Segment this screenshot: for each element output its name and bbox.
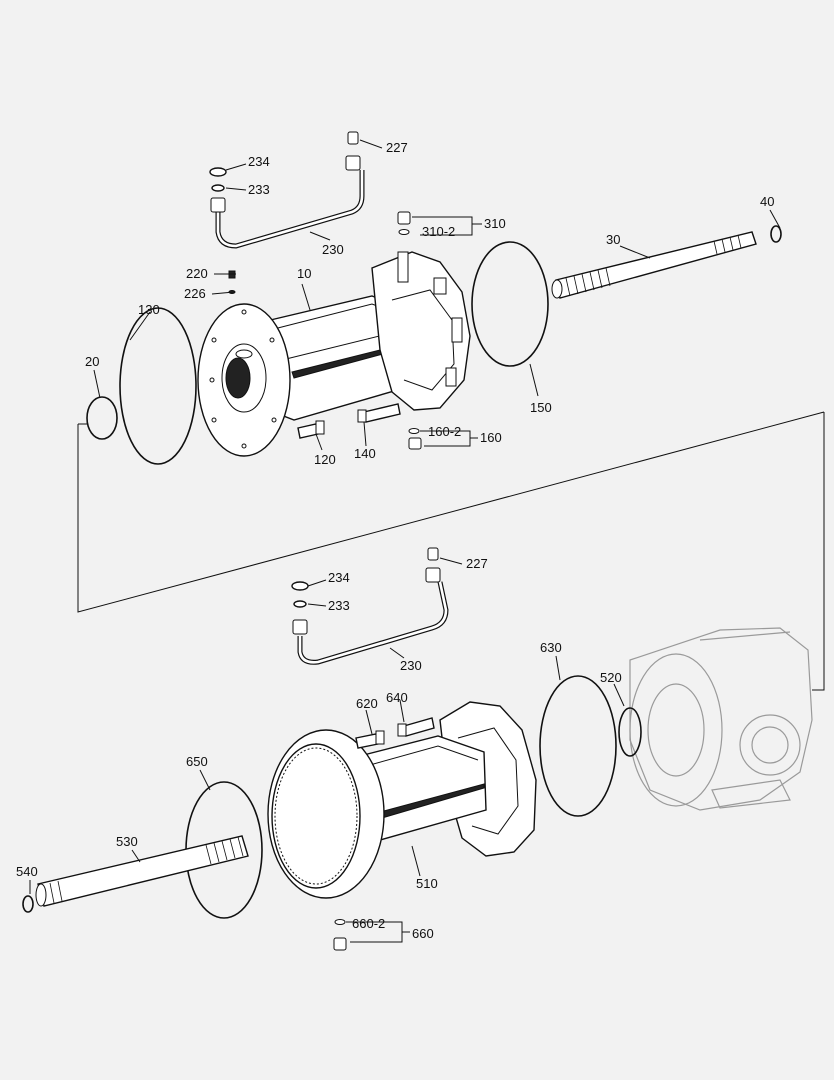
washer-233-lower bbox=[293, 600, 307, 608]
axle-housing-510 bbox=[267, 701, 537, 899]
callout-30: 30 bbox=[606, 232, 620, 247]
callout-233-upper: 233 bbox=[248, 182, 270, 197]
callout-233-lower: 233 bbox=[328, 598, 350, 613]
fitting-227-lower bbox=[427, 547, 439, 561]
pipe-230-upper bbox=[210, 155, 365, 249]
washer-660-2 bbox=[334, 919, 346, 925]
bolt-140 bbox=[357, 403, 401, 423]
assembly-connector-line-right bbox=[812, 412, 825, 691]
callout-40: 40 bbox=[760, 194, 774, 209]
pipe-230-lower bbox=[292, 567, 449, 665]
callout-540: 540 bbox=[16, 864, 38, 879]
callout-160-2: 160-2 bbox=[428, 424, 461, 439]
differential-housing-ghost bbox=[629, 627, 813, 811]
callout-520: 520 bbox=[600, 670, 622, 685]
nut-234-lower bbox=[291, 581, 309, 591]
nut-234-upper bbox=[209, 167, 227, 192]
callout-150: 150 bbox=[530, 400, 552, 415]
callout-230-upper: 230 bbox=[322, 242, 344, 257]
callout-310-2: 310-2 bbox=[422, 224, 455, 239]
callout-530: 530 bbox=[116, 834, 138, 849]
o-ring-150 bbox=[471, 241, 549, 367]
callout-160: 160 bbox=[480, 430, 502, 445]
ring-540 bbox=[22, 895, 34, 913]
callout-227-lower: 227 bbox=[466, 556, 488, 571]
callout-130: 130 bbox=[138, 302, 160, 317]
callout-140: 140 bbox=[354, 446, 376, 461]
o-ring-130 bbox=[119, 307, 197, 465]
callout-20: 20 bbox=[85, 354, 99, 369]
bolt-120 bbox=[297, 420, 325, 439]
callout-10: 10 bbox=[297, 266, 311, 281]
callout-120: 120 bbox=[314, 452, 336, 467]
callout-labels: 227 234 233 230 310 310-2 40 30 220 226 … bbox=[16, 140, 774, 941]
callout-220: 220 bbox=[186, 266, 208, 281]
plug-660 bbox=[333, 937, 347, 951]
bolt-640 bbox=[397, 717, 435, 737]
vent-310 bbox=[397, 211, 411, 283]
callout-230-lower: 230 bbox=[400, 658, 422, 673]
callout-510: 510 bbox=[416, 876, 438, 891]
axle-shaft-30 bbox=[551, 231, 757, 299]
callout-234-upper: 234 bbox=[248, 154, 270, 169]
callout-234-lower: 234 bbox=[328, 570, 350, 585]
bolt-620 bbox=[355, 730, 385, 749]
callout-660-2: 660-2 bbox=[352, 916, 385, 931]
axle-shaft-530 bbox=[35, 835, 249, 907]
callout-226: 226 bbox=[184, 286, 206, 301]
o-ring-630 bbox=[539, 675, 617, 817]
plug-160 bbox=[408, 437, 422, 450]
callout-640: 640 bbox=[386, 690, 408, 705]
fitting-227-upper bbox=[347, 131, 359, 145]
washer-160-2 bbox=[408, 428, 420, 434]
callout-310: 310 bbox=[484, 216, 506, 231]
ring-520 bbox=[618, 707, 642, 757]
axle-housing-10 bbox=[197, 251, 471, 457]
leader-lines bbox=[29, 139, 781, 943]
ring-40 bbox=[770, 225, 782, 243]
callout-630: 630 bbox=[540, 640, 562, 655]
assembly-connector-line bbox=[77, 411, 825, 613]
callout-620: 620 bbox=[356, 696, 378, 711]
ring-20 bbox=[86, 396, 118, 440]
callout-660: 660 bbox=[412, 926, 434, 941]
callout-227-upper: 227 bbox=[386, 140, 408, 155]
callout-650: 650 bbox=[186, 754, 208, 769]
